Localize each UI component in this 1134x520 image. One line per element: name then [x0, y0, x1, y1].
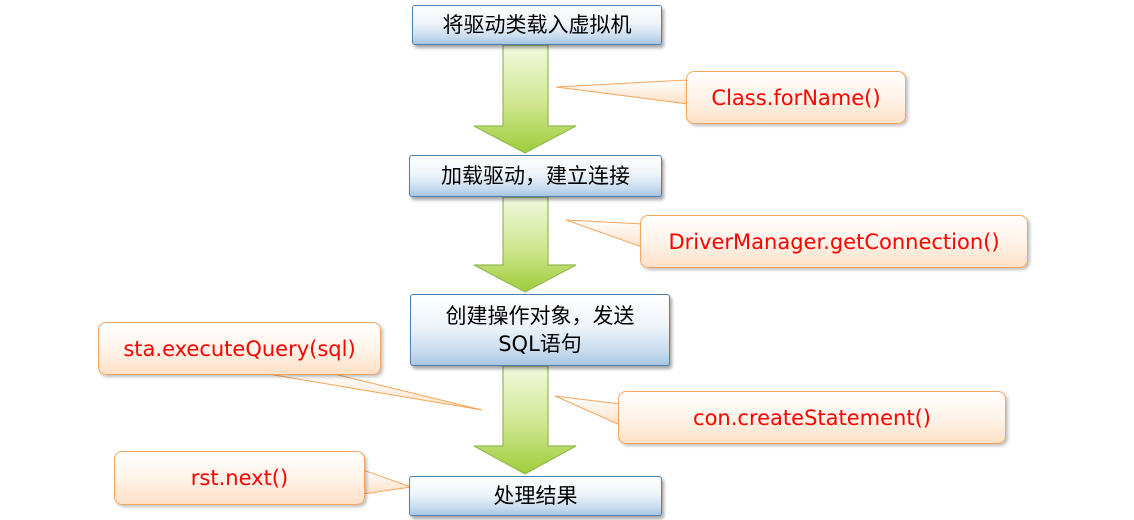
flow-arrow-1	[473, 44, 577, 154]
callout-1-pointer	[555, 79, 689, 105]
callout-get-connection: DriverManager.getConnection()	[640, 215, 1028, 268]
flow-arrow-2	[473, 196, 577, 293]
step-create-statement-send-sql: 创建操作对象，发送 SQL语句	[410, 294, 670, 366]
callout-rst-next: rst.next()	[114, 451, 365, 505]
callout-4-pointer	[554, 395, 621, 426]
callout-create-statement: con.createStatement()	[618, 391, 1006, 444]
callout-3-pointer	[261, 372, 483, 411]
callout-2-pointer	[565, 219, 643, 248]
step-process-result: 处理结果	[409, 476, 662, 516]
callout-5-pointer	[362, 469, 412, 495]
callout-class-forname: Class.forName()	[686, 71, 906, 124]
callout-execute-query: sta.executeQuery(sql)	[98, 322, 381, 375]
step-load-driver-class: 将驱动类载入虚拟机	[412, 5, 662, 45]
step-load-driver-connect: 加载驱动，建立连接	[409, 155, 662, 197]
flow-arrow-3	[473, 365, 577, 475]
